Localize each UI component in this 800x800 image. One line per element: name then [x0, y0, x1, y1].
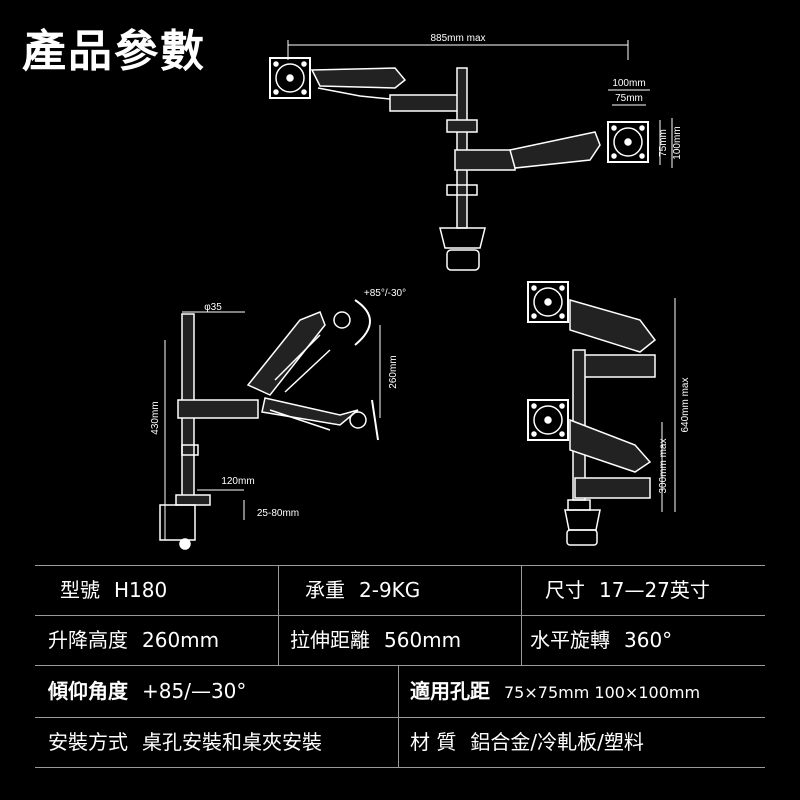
front-view-diagram [527, 281, 676, 546]
page-title: 產品參數 [22, 26, 206, 77]
spec-lift: 升降高度 260mm [48, 630, 219, 650]
top-view-diagram [269, 40, 673, 271]
spec-install-value: 桌孔安裝和桌夾安裝 [142, 730, 322, 754]
spec-vesa-value: 75×75mm 100×100mm [504, 683, 701, 702]
spec-vesa: 適用孔距 75×75mm 100×100mm [410, 681, 700, 701]
spec-tilt-label: 傾仰角度 [48, 679, 128, 703]
spec-stretch-value: 560mm [384, 628, 462, 652]
spec-load-value: 2-9KG [359, 578, 421, 602]
spec-rotate: 水平旋轉 360° [530, 630, 672, 650]
max-300-label: 300mm max [658, 438, 669, 493]
spec-size-label: 尺寸 [545, 578, 585, 602]
spec-model-label: 型號 [60, 578, 100, 602]
spec-model-value: H180 [114, 578, 168, 602]
spec-material-value: 鋁合金/冷軋板/塑料 [470, 730, 644, 754]
pole-diameter-label: φ35 [204, 302, 222, 313]
vesa-100-height-label: 100mm [672, 126, 683, 159]
spec-size-value: 17—27英寸 [599, 578, 710, 602]
tilt-angle-label: +85°/-30° [364, 288, 406, 299]
product-diagrams: 885mm max 100mm 75mm 75mm 100mm φ35 +85°… [150, 33, 691, 550]
spec-lift-value: 260mm [142, 628, 220, 652]
spec-rotate-value: 360° [624, 628, 673, 652]
vesa-75-width-label: 75mm [615, 93, 643, 104]
spec-tilt-value: +85/—30° [142, 679, 247, 703]
spec-lift-label: 升降高度 [48, 628, 128, 652]
spec-material-label: 材 質 [410, 730, 457, 754]
spec-rotate-label: 水平旋轉 [530, 628, 610, 652]
clamp-120-label: 120mm [221, 476, 254, 487]
max-640-label: 640mm max [680, 377, 691, 432]
vesa-100-width-label: 100mm [612, 78, 645, 89]
spec-load: 承重 2-9KG [305, 580, 420, 600]
pole-430-label: 430mm [150, 401, 161, 434]
spec-size: 尺寸 17—27英寸 [545, 580, 710, 600]
spec-stretch: 拉伸距離 560mm [290, 630, 461, 650]
spec-install-label: 安裝方式 [48, 730, 128, 754]
spec-stretch-label: 拉伸距離 [290, 628, 370, 652]
spec-model: 型號 H180 [60, 580, 167, 600]
spec-vesa-label: 適用孔距 [410, 679, 490, 703]
spec-install: 安裝方式桌孔安裝和桌夾安裝 [48, 732, 322, 752]
vesa-75-height-label: 75mm [658, 129, 669, 157]
clamp-range-label: 25-80mm [257, 508, 299, 519]
height-260-label: 260mm [388, 355, 399, 388]
reach-max-label: 885mm max [430, 33, 485, 44]
spec-load-label: 承重 [305, 578, 345, 602]
spec-tilt: 傾仰角度 +85/—30° [48, 681, 246, 701]
side-view-diagram [159, 299, 381, 550]
spec-material: 材 質鋁合金/冷軋板/塑料 [410, 732, 644, 752]
